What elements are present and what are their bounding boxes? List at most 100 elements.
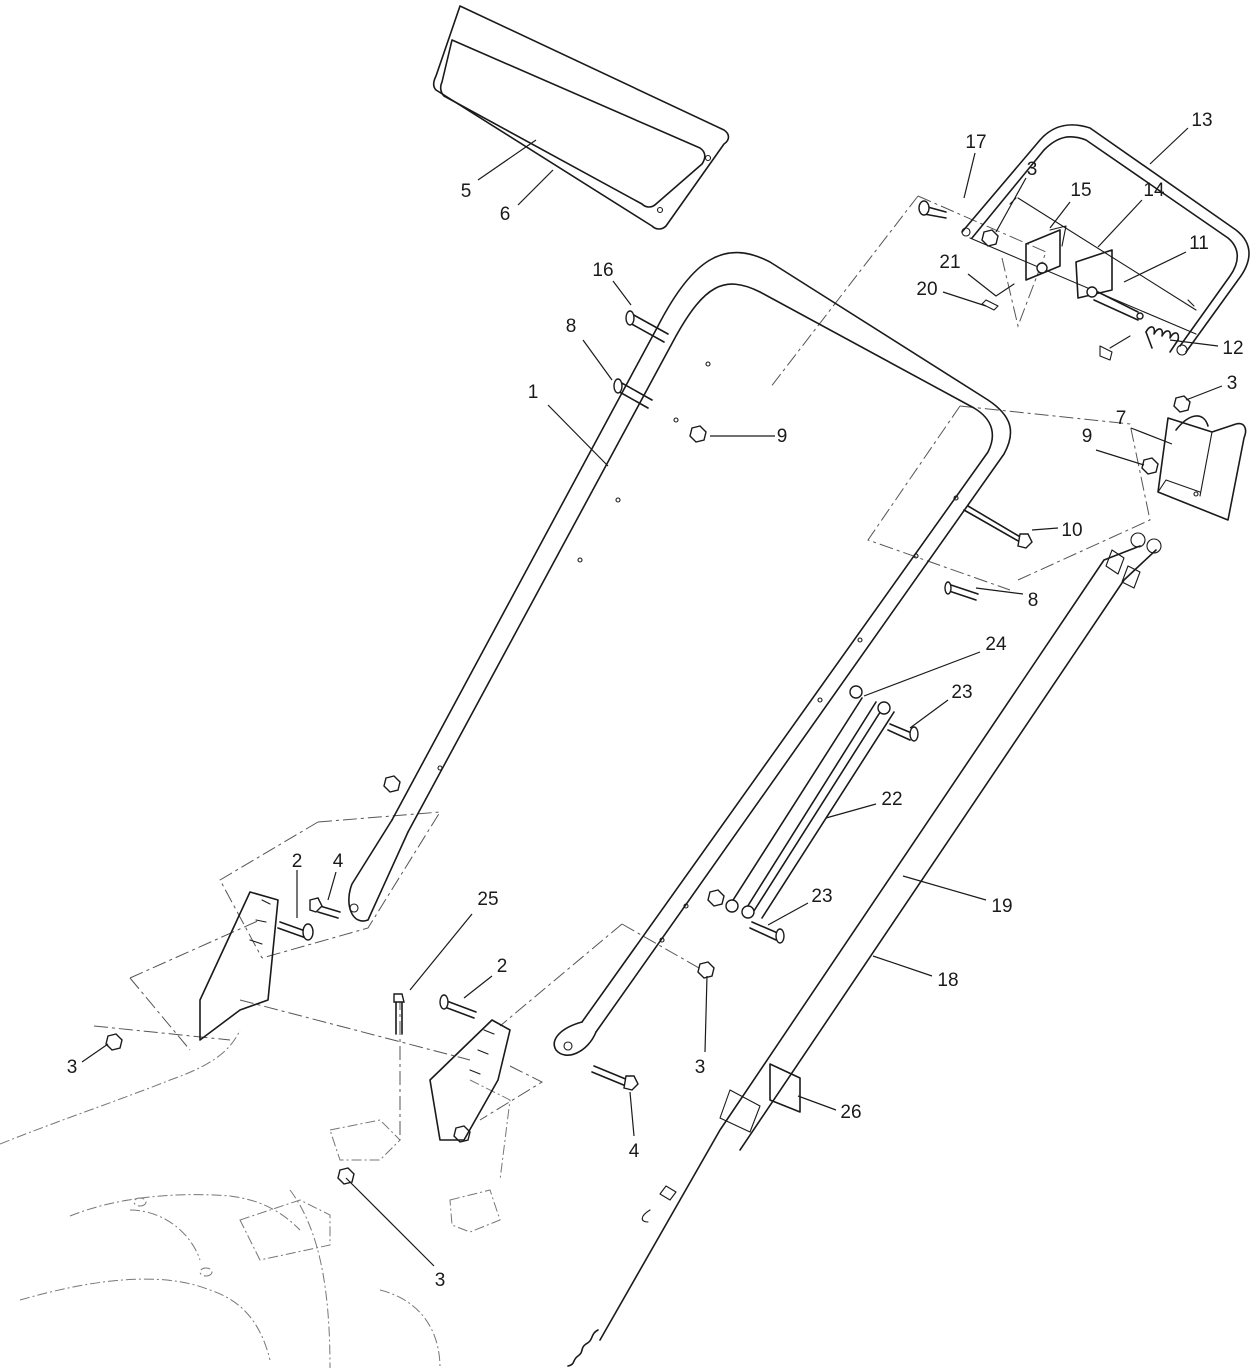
- callout-number: 14: [1143, 180, 1165, 201]
- callout-9: 9: [710, 426, 787, 447]
- callout-number: 22: [881, 789, 902, 810]
- callout-number: 23: [811, 886, 832, 907]
- callout-23: 23: [909, 682, 973, 729]
- assembly-reference-lines: [93, 195, 1151, 1140]
- callout-leader-line: [582, 339, 613, 381]
- callout-16: 16: [592, 260, 632, 306]
- callout-number: 7: [1116, 408, 1127, 429]
- callout-number: 2: [497, 956, 508, 977]
- callout-number: 5: [461, 181, 472, 202]
- callout-number: 8: [566, 316, 577, 337]
- callout-number: 23: [951, 682, 972, 703]
- callout-leader-line: [995, 177, 1027, 233]
- callout-23: 23: [767, 886, 833, 926]
- callout-number: 11: [1189, 233, 1209, 254]
- bolts: [277, 200, 1033, 1091]
- callout-number: 3: [1227, 373, 1238, 394]
- callout-number: 3: [695, 1057, 706, 1078]
- callout-22: 22: [825, 789, 903, 819]
- callout-25: 25: [409, 889, 499, 991]
- callout-7: 7: [1116, 408, 1173, 445]
- callout-number: 9: [1082, 426, 1093, 447]
- callout-3: 3: [1185, 373, 1238, 401]
- link-rods: [725, 685, 895, 919]
- control-brackets: [981, 225, 1144, 361]
- callout-number: 13: [1191, 110, 1212, 131]
- callout-leader-line: [629, 1091, 635, 1137]
- callout-8: 8: [975, 587, 1039, 611]
- callout-1: 1: [528, 382, 609, 467]
- callout-leader-line: [1130, 427, 1173, 445]
- callout-2: 2: [463, 956, 508, 999]
- top-panel: [432, 5, 730, 230]
- callout-number: 26: [840, 1102, 861, 1123]
- callout-11: 11: [1123, 233, 1209, 283]
- callout-leader-line: [517, 169, 554, 206]
- callout-number: 3: [67, 1057, 78, 1078]
- callout-3: 3: [67, 1043, 109, 1078]
- control-bail: [961, 124, 1250, 356]
- callout-leader-line: [463, 975, 493, 999]
- callout-leader-line: [1049, 201, 1071, 229]
- callout-14: 14: [1097, 180, 1165, 248]
- handle-bar: [348, 251, 1012, 1056]
- callout-number: 15: [1070, 180, 1091, 201]
- callout-number: 12: [1222, 338, 1243, 359]
- callout-leader-line: [975, 587, 1024, 595]
- callout-leader-line: [612, 280, 632, 306]
- callout-3: 3: [995, 159, 1038, 233]
- callout-leader-line: [767, 902, 809, 926]
- callout-20: 20: [916, 279, 987, 307]
- callout-3: 3: [345, 1177, 446, 1291]
- callout-15: 15: [1049, 180, 1092, 229]
- callout-number: 1: [528, 382, 539, 403]
- callout-26: 26: [797, 1095, 862, 1123]
- callout-number: 20: [916, 279, 937, 300]
- deck-mount-brackets: [199, 891, 511, 1141]
- callout-leader-line: [704, 975, 708, 1053]
- control-cables: [567, 532, 1162, 1367]
- callout-leader-line: [1097, 199, 1143, 248]
- callout-number: 9: [777, 426, 788, 447]
- callout-leader-line: [967, 273, 997, 297]
- callout-leader-line: [942, 291, 987, 307]
- callout-number: 3: [1027, 159, 1038, 180]
- callout-number: 17: [965, 132, 986, 153]
- callout-leader-line: [872, 955, 933, 977]
- callout-4: 4: [327, 851, 344, 901]
- callout-21: 21: [939, 252, 997, 297]
- callout-5: 5: [461, 139, 537, 202]
- callout-leader-line: [81, 1043, 109, 1063]
- callout-number: 3: [435, 1270, 446, 1291]
- callout-17: 17: [963, 132, 987, 199]
- callout-number: 8: [1028, 590, 1039, 611]
- callout-10: 10: [1031, 520, 1083, 541]
- callout-leader-line: [963, 152, 976, 199]
- callout-9: 9: [1082, 426, 1145, 466]
- callout-leader-line: [477, 139, 537, 181]
- spring: [1145, 326, 1180, 353]
- callout-leader-line: [547, 404, 609, 467]
- callout-8: 8: [566, 316, 613, 381]
- callout-3: 3: [695, 975, 708, 1078]
- callout-18: 18: [872, 955, 959, 991]
- callout-leader-line: [1031, 527, 1059, 531]
- callout-leader-line: [1169, 339, 1219, 347]
- callout-leader-line: [902, 875, 987, 901]
- callout-2: 2: [292, 851, 302, 918]
- callout-leader-line: [1185, 385, 1223, 401]
- callout-leader-line: [345, 1177, 435, 1267]
- callout-number: 18: [937, 970, 958, 991]
- mower-deck-outline: [0, 1029, 511, 1368]
- callout-4: 4: [629, 1091, 640, 1162]
- callout-number: 10: [1061, 520, 1082, 541]
- callout-leader-line: [909, 699, 949, 729]
- cable-bracket: [1157, 415, 1247, 521]
- callout-number: 6: [500, 204, 511, 225]
- callout-leader-line: [863, 651, 981, 697]
- callout-number: 21: [939, 252, 960, 273]
- callout-number: 4: [629, 1141, 640, 1162]
- callout-leader-line: [825, 803, 877, 819]
- callout-leader-line: [1095, 449, 1145, 466]
